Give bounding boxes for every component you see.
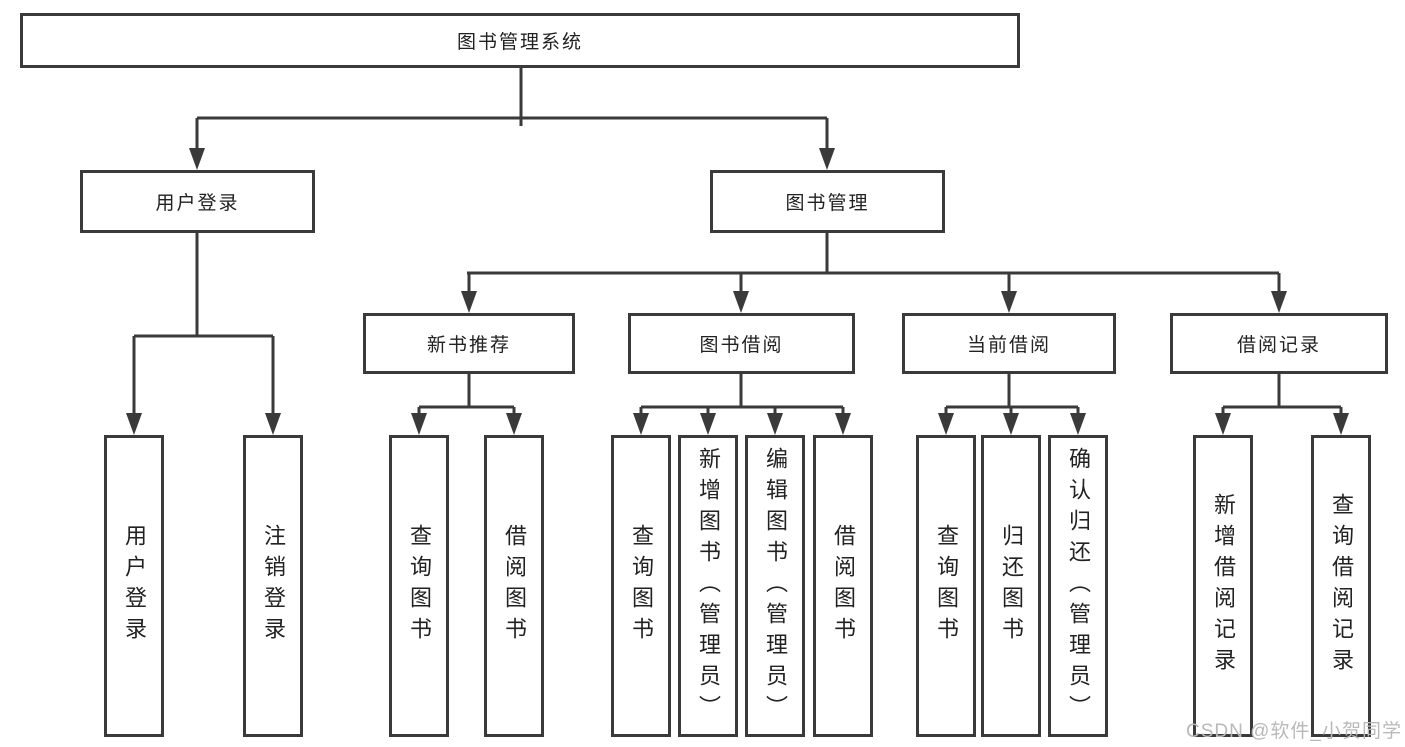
leaf-newbook-query-books: 查询图书 xyxy=(389,435,449,737)
leaf-current-confirm-return-admin: 确认归还（管理员） xyxy=(1048,435,1108,737)
leaf-current-return-books: 归还图书 xyxy=(981,435,1041,737)
node-library-management-system: 图书管理系统 xyxy=(20,13,1020,68)
node-book-borrowing: 图书借阅 xyxy=(628,313,855,374)
node-borrowing-records: 借阅记录 xyxy=(1170,313,1388,374)
leaf-records-query-record: 查询借阅记录 xyxy=(1311,435,1371,737)
leaf-newbook-borrow-books: 借阅图书 xyxy=(484,435,544,737)
leaf-borrow-query-books: 查询图书 xyxy=(611,435,671,737)
leaf-user-login: 用户登录 xyxy=(104,435,164,737)
leaf-records-add-record: 新增借阅记录 xyxy=(1193,435,1253,737)
watermark: CSDN @软件_小贺同学 xyxy=(1186,721,1402,742)
leaf-borrow-edit-books-admin: 编辑图书（管理员） xyxy=(745,435,805,737)
leaf-current-query-books: 查询图书 xyxy=(916,435,976,737)
leaf-logout: 注销登录 xyxy=(243,435,303,737)
leaf-borrow-borrow-books: 借阅图书 xyxy=(813,435,873,737)
leaf-borrow-add-books-admin: 新增图书（管理员） xyxy=(678,435,738,737)
node-book-management: 图书管理 xyxy=(710,170,945,233)
node-user-login: 用户登录 xyxy=(80,170,315,233)
node-new-book-recommendation: 新书推荐 xyxy=(363,313,575,374)
node-current-borrowing: 当前借阅 xyxy=(902,313,1116,374)
